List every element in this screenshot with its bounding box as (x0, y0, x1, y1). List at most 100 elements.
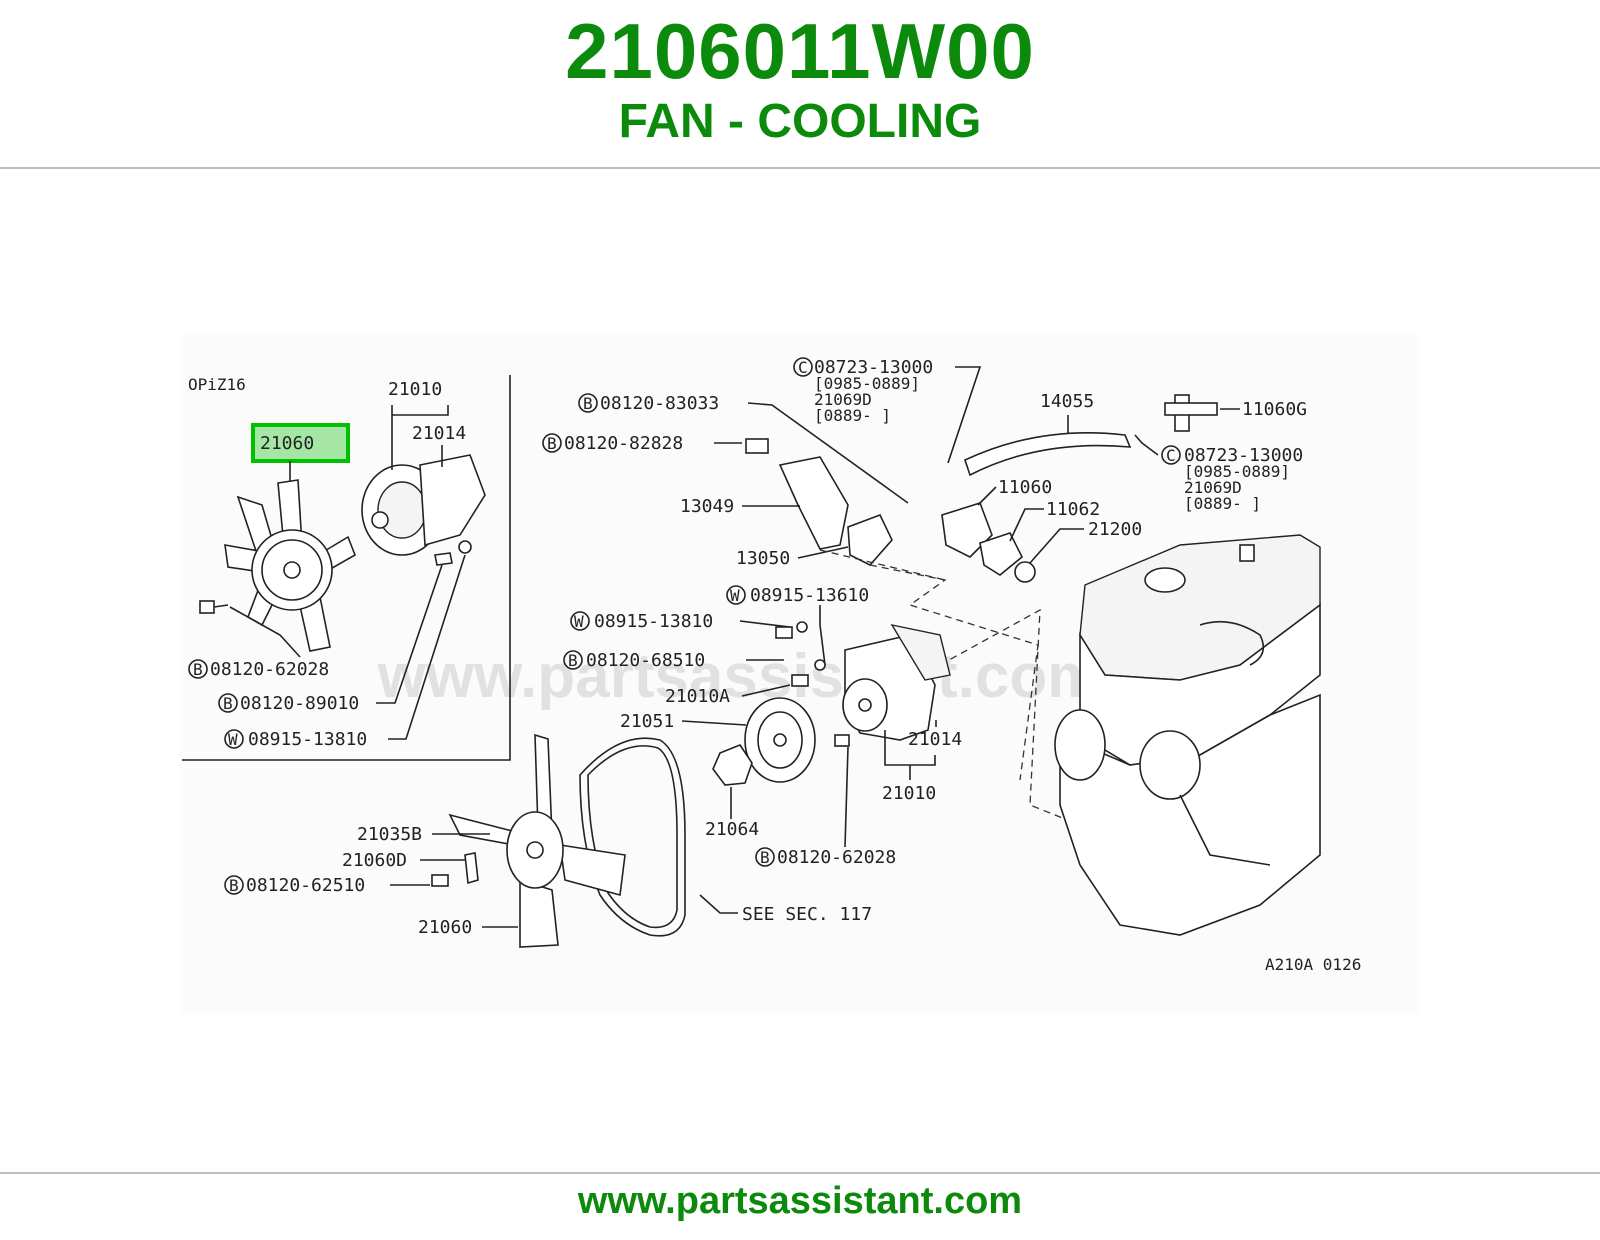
engine-bolt (1239, 544, 1255, 562)
bolts-washers-drawing (775, 621, 826, 687)
water-pump-drawing (842, 623, 951, 741)
pump-shaft (371, 511, 389, 529)
label-08120-62510: 08120-62510 (246, 875, 365, 896)
label-21200: 21200 (1088, 519, 1142, 540)
footer-website-link[interactable]: www.partsassistant.com (577, 1180, 1023, 1222)
pump-pulley (377, 481, 427, 539)
inset-label-21014: 21014 (412, 423, 466, 444)
bolt (775, 626, 793, 639)
label-08120-68510: 08120-68510 (586, 650, 705, 671)
circle-mark-letter: W (228, 730, 238, 749)
leader-clamp-b (1134, 434, 1159, 456)
bracket-21010 (391, 405, 449, 416)
oil-filler-cap (1144, 567, 1186, 593)
label-21051: 21051 (620, 711, 674, 732)
inset-label-08120-62028: 08120-62028 (210, 659, 329, 680)
label-21014-main: 21014 (908, 729, 962, 750)
oil-filter (1139, 730, 1201, 800)
pump-gasket (419, 454, 486, 547)
engine-detail (1199, 620, 1265, 666)
page-header: 2106011W00 FAN - COOLING (0, 0, 1600, 168)
engine-block-drawing (1054, 534, 1321, 936)
leader-21010a (741, 684, 791, 697)
label-from-b: [0889- ] (1184, 494, 1261, 513)
label-21060d: 21060D (342, 850, 407, 871)
tee-branch (1164, 402, 1218, 416)
circle-mark-letter: C (798, 358, 808, 377)
outlet-bolt (745, 438, 769, 454)
fan-blade (519, 878, 559, 948)
circle-mark (570, 611, 590, 631)
parts-diagram: www.partsassistant.com OPiZ16 21060 (180, 335, 1420, 1015)
circle-mark-letter: C (1166, 446, 1176, 465)
label-08120-83033: 08120-83033 (600, 393, 719, 414)
alignment-dash (939, 608, 1081, 826)
header-divider (0, 167, 1600, 169)
pulley-hub (773, 733, 787, 747)
circle-mark (188, 659, 208, 679)
circle-mark-letter: W (730, 586, 740, 605)
circle-mark-letter: W (574, 612, 584, 631)
circle-mark (793, 357, 813, 377)
label-13049: 13049 (680, 496, 734, 517)
label-08915-13810: 08915-13810 (594, 611, 713, 632)
timing-cover (1054, 709, 1106, 781)
circle-mark-letter: B (229, 876, 239, 895)
gasket-11062-drawing (979, 532, 1024, 576)
inset-label-08915-13810: 08915-13810 (248, 729, 367, 750)
inset-pump-drawing (361, 454, 486, 566)
leader-13810 (388, 554, 466, 740)
label-08723-13000-b: 08723-13000 (1184, 445, 1303, 466)
leader-21051 (681, 720, 747, 726)
label-21010a: 21010A (665, 686, 730, 707)
leader-11060 (977, 486, 997, 506)
label-14055: 14055 (1040, 391, 1094, 412)
circle-mark (224, 875, 244, 895)
circle-mark-letter: B (583, 394, 593, 413)
pump-shaft (858, 698, 872, 712)
leader-11062 (1009, 508, 1044, 542)
washer (814, 659, 826, 671)
leader-62028-main (844, 746, 849, 848)
watermark-text: www.partsassistant.com (377, 642, 1103, 711)
gasket-13050-drawing (847, 513, 893, 566)
label-11062: 11062 (1046, 499, 1100, 520)
inset-panel: OPiZ16 21060 (182, 375, 511, 761)
fan-center (283, 561, 301, 579)
highlighted-part-label[interactable]: 21060 (260, 433, 314, 454)
pump-washer (458, 540, 472, 554)
inset-label-21010: 21010 (388, 379, 442, 400)
label-08120-62028-main: 08120-62028 (777, 847, 896, 868)
drawing-code: A210A 0126 (1265, 955, 1361, 974)
circle-mark-letter: B (760, 848, 770, 867)
label-21069d-b: 21069D (1184, 478, 1242, 497)
circle-mark (542, 433, 562, 453)
pump-bolt (434, 552, 453, 566)
leader-83033 (747, 402, 909, 504)
inset-label-08120-89010: 08120-89010 (240, 693, 359, 714)
circle-mark (578, 393, 598, 413)
label-08723-13000-a: 08723-13000 (814, 357, 933, 378)
label-see-sec: SEE SEC. 117 (742, 904, 872, 925)
spacer (464, 852, 479, 885)
leader-89010 (376, 564, 443, 704)
circle-mark-letter: B (547, 434, 557, 453)
leader-13610 (819, 605, 826, 666)
leader-13050 (797, 546, 849, 559)
tee-fitting-drawing (1164, 394, 1218, 432)
circle-mark (218, 693, 238, 713)
circle-mark (224, 729, 244, 749)
label-21010-main: 21010 (882, 783, 936, 804)
label-08915-13610: 08915-13610 (750, 585, 869, 606)
outlet-13049-drawing (745, 438, 849, 550)
inset-option-label: OPiZ16 (188, 375, 246, 394)
thermostat-21200-drawing (1014, 561, 1036, 583)
pulley-21051-drawing (744, 697, 816, 783)
label-from-a: [0889- ] (814, 406, 891, 425)
leader-62028 (229, 606, 301, 658)
label-11060: 11060 (998, 477, 1052, 498)
highlighted-part-box[interactable] (251, 423, 350, 463)
circle-mark (726, 585, 746, 605)
label-08120-82828: 08120-82828 (564, 433, 683, 454)
bolt-shank (213, 604, 229, 608)
